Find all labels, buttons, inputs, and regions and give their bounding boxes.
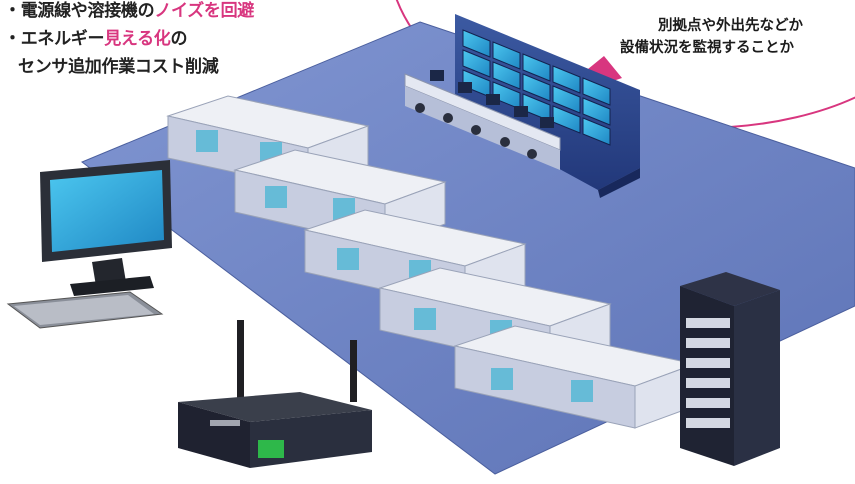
control-room-video-wall bbox=[404, 14, 640, 198]
bullet-energy-suffix: の bbox=[170, 29, 188, 49]
bullet-noise-highlight: ノイズを回避 bbox=[154, 1, 255, 21]
monitor-icon bbox=[40, 160, 172, 296]
bullet-energy-text: ・エネルギー bbox=[4, 29, 105, 49]
bubble-text-line1: 別拠点や外出先などか bbox=[658, 18, 803, 34]
bullet-noise: ・電源線や溶接機のノイズを回避 bbox=[4, 0, 254, 21]
bullet-sensor-cost: センサ追加作業コスト削減 bbox=[18, 57, 219, 77]
server-rack-icon bbox=[680, 272, 780, 466]
bullet-energy: ・エネルギー見える化の bbox=[4, 24, 187, 49]
production-lines bbox=[166, 95, 697, 429]
bullet-noise-text: ・電源線や溶接機の bbox=[4, 1, 155, 21]
bullet-energy-highlight: 見える化 bbox=[104, 29, 171, 49]
bubble-text-line2: 設備状況を監視することか bbox=[620, 40, 794, 56]
keyboard-icon bbox=[6, 291, 164, 329]
wireless-router-icon bbox=[178, 320, 372, 468]
